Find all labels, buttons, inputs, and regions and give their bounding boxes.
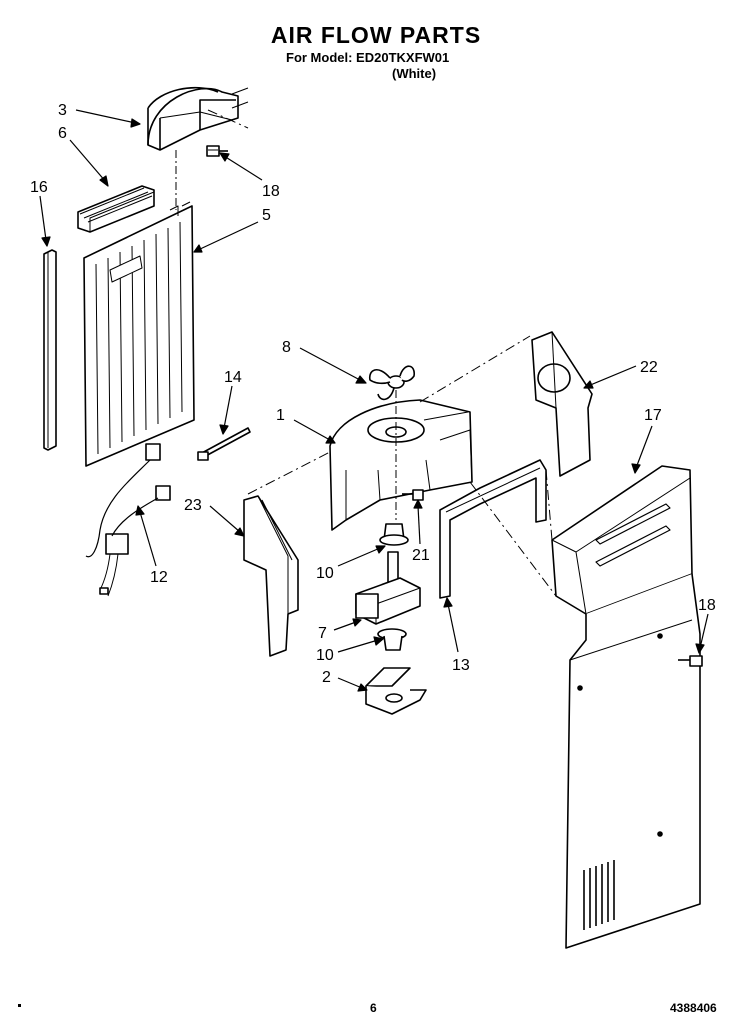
callout-10-upper: 10 xyxy=(316,565,334,582)
callout-5: 5 xyxy=(262,207,271,224)
part-8-fan-blade xyxy=(368,365,415,401)
callout-13: 13 xyxy=(452,657,470,674)
callout-3: 3 xyxy=(58,102,67,119)
callout-16: 16 xyxy=(30,179,48,196)
part-14-sensor xyxy=(197,427,251,461)
callout-18-top: 18 xyxy=(262,183,280,200)
part-10-grommet-upper xyxy=(379,523,409,546)
part-10-grommet-lower xyxy=(377,628,407,651)
callout-17: 17 xyxy=(644,407,662,424)
assembly-guide-lines xyxy=(207,109,557,597)
part-22-end-cap xyxy=(531,331,593,477)
document-number: 4388406 xyxy=(670,1001,717,1015)
callout-21: 21 xyxy=(412,547,430,564)
part-18-screw-lower xyxy=(678,655,703,667)
callout-18-lower: 18 xyxy=(698,597,716,614)
callout-10-lower: 10 xyxy=(316,647,334,664)
model-color: (White) xyxy=(392,66,437,81)
callout-labels: 3 6 16 18 5 8 22 14 1 17 23 21 10 12 18 … xyxy=(30,102,716,686)
part-3-duct xyxy=(147,86,249,151)
leader-lines xyxy=(39,109,709,692)
corner-mark xyxy=(18,1004,21,1007)
part-13-u-channel xyxy=(439,459,547,599)
model-number: For Model: ED20TKXFW01 xyxy=(286,50,450,65)
callout-14: 14 xyxy=(224,369,242,386)
part-7-fan-motor xyxy=(355,551,421,625)
page-title: AIR FLOW PARTS xyxy=(270,22,482,48)
callout-7: 7 xyxy=(318,625,327,642)
page-number: 6 xyxy=(370,1001,377,1015)
part-1-fan-shroud xyxy=(329,390,473,531)
callout-1: 1 xyxy=(276,407,285,424)
callout-12: 12 xyxy=(150,569,168,586)
callout-2: 2 xyxy=(322,669,331,686)
part-5-cover-panel xyxy=(83,201,195,467)
part-12-harness xyxy=(85,443,171,597)
part-16-seal xyxy=(43,249,57,451)
part-2-bracket xyxy=(365,667,427,715)
callout-6: 6 xyxy=(58,125,67,142)
part-6-grille xyxy=(77,185,155,233)
callout-23: 23 xyxy=(184,497,202,514)
callout-22: 22 xyxy=(640,359,658,376)
part-23-side-duct xyxy=(243,495,299,657)
part-17-duct-assembly xyxy=(551,465,701,949)
part-18-screw-top xyxy=(206,145,228,157)
callout-8: 8 xyxy=(282,339,291,356)
